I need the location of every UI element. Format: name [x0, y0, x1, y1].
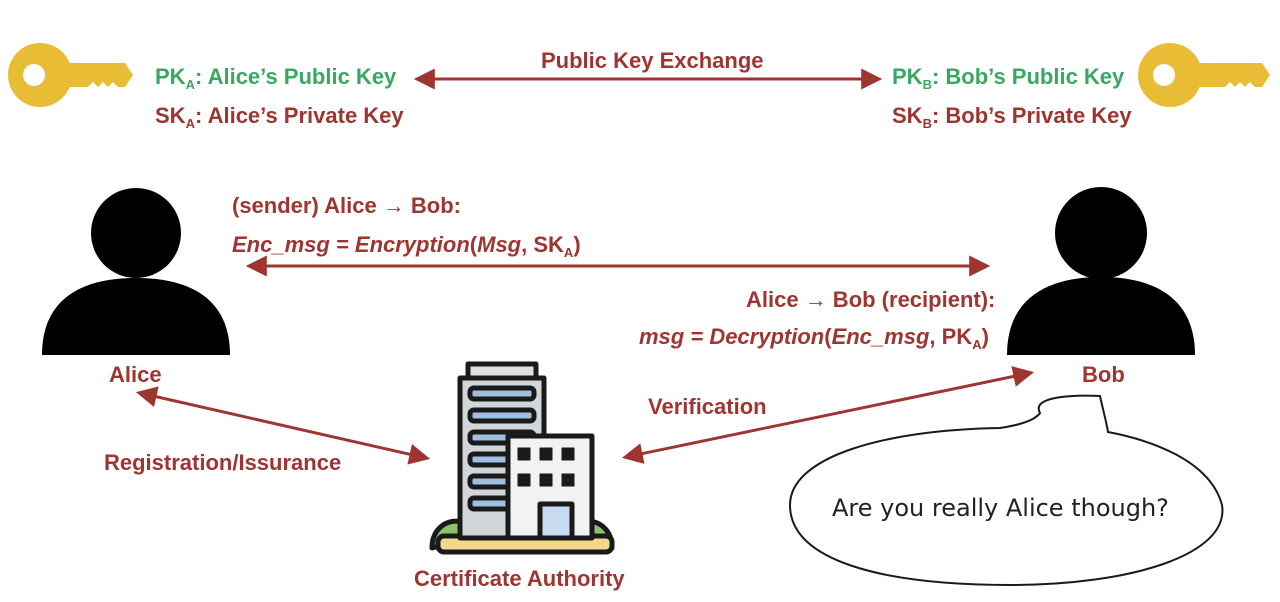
alice-public-key-label: PKA: Alice’s Public Key: [155, 64, 397, 92]
bob-public-key-label: PKB: Bob’s Public Key: [892, 64, 1125, 92]
alice-private-key-label: SKA: Alice’s Private Key: [155, 103, 404, 131]
verification-label: Verification: [648, 394, 767, 419]
decryption-formula: msg = Decryption(Enc_msg, PKA): [639, 324, 989, 352]
alice-person-icon: [42, 188, 230, 355]
speech-bubble: [788, 394, 1224, 587]
registration-arrow: [135, 386, 431, 465]
encryption-formula: Enc_msg = Encryption(Msg, SKA): [232, 232, 581, 260]
bob-name: Bob: [1082, 362, 1125, 387]
alice-name: Alice: [109, 362, 162, 387]
certificate-authority-label: Certificate Authority: [414, 566, 625, 591]
sender-line: (sender) Alice → Bob:: [232, 193, 461, 218]
bob-key-icon: [1138, 43, 1270, 107]
bob-private-key-label: SKB: Bob’s Private Key: [892, 103, 1132, 131]
verification-arrow: [621, 366, 1035, 464]
speech-bubble-text: Are you really Alice though?: [832, 494, 1169, 522]
recipient-line: Alice → Bob (recipient):: [746, 287, 996, 312]
bob-person-icon: [1007, 187, 1195, 355]
alice-key-icon: [8, 43, 133, 107]
public-key-exchange-label: Public Key Exchange: [541, 48, 764, 73]
certificate-authority-building-icon: [429, 361, 615, 555]
registration-label: Registration/Issurance: [104, 450, 342, 475]
